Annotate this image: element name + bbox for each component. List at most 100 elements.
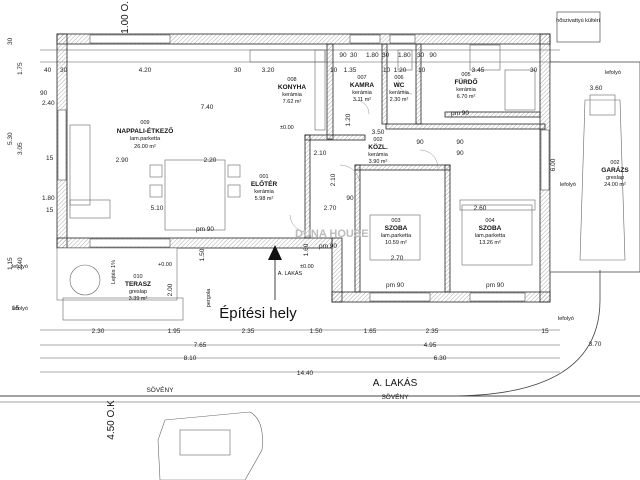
svg-text:5.30: 5.30 <box>7 132 14 145</box>
svg-text:90: 90 <box>416 139 424 146</box>
svg-text:3.05: 3.05 <box>17 142 24 155</box>
svg-text:30: 30 <box>530 67 538 74</box>
svg-text:006: 006 <box>394 75 403 81</box>
svg-text:002: 002 <box>373 137 382 143</box>
svg-text:2.00: 2.00 <box>167 283 174 296</box>
svg-text:30: 30 <box>60 67 68 74</box>
room-label-garage: 002 GARÁZS greslap 24.00 m² <box>601 160 629 188</box>
svg-text:ELŐTÉR: ELŐTÉR <box>251 179 278 188</box>
svg-text:FÜRDŐ: FÜRDŐ <box>454 77 477 86</box>
svg-text:30: 30 <box>382 52 390 59</box>
svg-text:pm 90: pm 90 <box>196 226 214 233</box>
windows <box>57 34 550 302</box>
svg-text:1.60: 1.60 <box>303 243 310 256</box>
svg-text:8.10: 8.10 <box>184 355 197 362</box>
svg-text:SZOBA: SZOBA <box>479 225 502 232</box>
heatpump-label: hőszivattyú kültéri <box>556 18 600 24</box>
svg-text:lam.parketta: lam.parketta <box>130 136 161 142</box>
svg-text:2.30 m²: 2.30 m² <box>390 97 409 103</box>
svg-text:3.50: 3.50 <box>372 129 385 136</box>
svg-text:2.60: 2.60 <box>474 205 487 212</box>
svg-text:6.30: 6.30 <box>434 355 447 362</box>
svg-text:26.00 m²: 26.00 m² <box>134 144 156 150</box>
room-label-bedroom1: 003 SZOBA lam.parketta 10.59 m² <box>381 218 412 246</box>
svg-text:2.35: 2.35 <box>426 328 439 335</box>
svg-text:1.75: 1.75 <box>17 62 24 75</box>
svg-text:KAMRA: KAMRA <box>350 82 374 89</box>
svg-text:lam.parketta: lam.parketta <box>475 233 506 239</box>
svg-text:4.20: 4.20 <box>139 67 152 74</box>
svg-text:010: 010 <box>133 274 142 280</box>
svg-text:1.80: 1.80 <box>398 52 411 59</box>
svg-text:1.80: 1.80 <box>42 195 55 202</box>
svg-text:WC: WC <box>394 82 405 89</box>
room-label-living: 009 NAPPALI-ÉTKEZŐ lam.parketta 26.00 m² <box>117 120 174 150</box>
hedge-left: SÖVÉNY <box>146 385 174 394</box>
top-dims: 30 4.20 30 3.20 10 1.35 10 1.20 10 3.45 … <box>60 52 538 74</box>
watermark: DUNA HOUSE <box>295 228 369 240</box>
svg-text:005: 005 <box>461 72 470 78</box>
svg-text:30: 30 <box>7 37 14 45</box>
room-label-bedroom2: 004 SZOBA lam.parketta 13.26 m² <box>475 218 506 246</box>
room-label-terrace: 010 TERASZ greslap 3.39 m² <box>125 274 151 302</box>
entry-label: A. LAKÁS <box>278 270 303 277</box>
level-3: ±0.00 <box>300 264 314 270</box>
svg-text:10: 10 <box>383 67 391 74</box>
lakas-label: A. LAKÁS <box>373 376 418 389</box>
svg-text:kerámia: kerámia <box>254 189 275 195</box>
svg-text:7.40: 7.40 <box>201 104 214 111</box>
hedge-right: SÖVÉNY <box>381 392 409 401</box>
svg-text:pm 90: pm 90 <box>319 243 337 250</box>
site-label: Építési hely <box>219 305 297 322</box>
svg-text:5.10: 5.10 <box>151 205 164 212</box>
svg-text:10: 10 <box>330 67 338 74</box>
svg-text:14.40: 14.40 <box>297 370 314 377</box>
interior-dims: 7.40 2.90 2.20 5.10 2.70 2.60 2.70 3.50 … <box>116 52 603 348</box>
svg-text:15: 15 <box>12 305 20 312</box>
svg-text:1.20: 1.20 <box>394 67 407 74</box>
svg-text:30: 30 <box>234 67 242 74</box>
svg-text:90: 90 <box>40 90 48 97</box>
svg-text:lam.parketta: lam.parketta <box>381 233 412 239</box>
svg-text:30: 30 <box>350 52 358 59</box>
drain-1: lefolyó <box>12 264 28 270</box>
svg-text:1.80: 1.80 <box>366 52 379 59</box>
svg-text:greslap: greslap <box>606 175 624 181</box>
svg-text:kerámia: kerámia <box>282 92 303 98</box>
entry-arrow-icon <box>268 245 282 260</box>
furniture <box>69 44 536 266</box>
svg-text:90: 90 <box>429 52 437 59</box>
svg-text:7.62 m²: 7.62 m² <box>283 99 302 105</box>
level-2: +0.00 <box>158 262 172 268</box>
svg-text:7.65: 7.65 <box>194 342 207 349</box>
svg-text:3.39 m²: 3.39 m² <box>129 296 148 302</box>
svg-text:2.40: 2.40 <box>17 257 24 270</box>
svg-text:90: 90 <box>456 150 464 157</box>
svg-text:15: 15 <box>541 328 549 335</box>
svg-text:pm 90: pm 90 <box>486 282 504 289</box>
svg-text:15: 15 <box>46 207 54 214</box>
svg-text:kerámia: kerámia <box>456 87 477 93</box>
svg-text:3.60: 3.60 <box>590 85 603 92</box>
svg-text:90: 90 <box>339 52 347 59</box>
left-dims: 30 1.75 40 90 2.40 5.30 3.05 15 1.80 15 … <box>7 37 55 312</box>
svg-text:1.50: 1.50 <box>199 248 206 261</box>
svg-text:TERASZ: TERASZ <box>125 281 151 288</box>
svg-text:2.70: 2.70 <box>324 205 337 212</box>
slope-label: Lejtés 1% <box>111 260 117 284</box>
svg-text:002: 002 <box>610 160 619 166</box>
svg-text:1.50: 1.50 <box>310 328 323 335</box>
ok-top: 1.00 O.K <box>120 0 131 34</box>
heat-pump <box>556 11 601 43</box>
svg-text:SZOBA: SZOBA <box>385 225 408 232</box>
bottom-dim-values: 2.30 1.95 2.35 1.50 1.65 2.35 15 7.65 4.… <box>92 328 549 377</box>
svg-text:3.45: 3.45 <box>472 67 485 74</box>
svg-text:kerámia: kerámia <box>368 152 389 158</box>
room-label-kitchen: 008 KONYHA kerámia 7.62 m² <box>278 77 306 105</box>
svg-text:90: 90 <box>346 195 354 202</box>
svg-text:3.70: 3.70 <box>589 341 602 348</box>
drain-3: lefolyó <box>560 182 576 188</box>
svg-text:004: 004 <box>485 218 494 224</box>
drain-5: lefolyó <box>605 70 621 76</box>
